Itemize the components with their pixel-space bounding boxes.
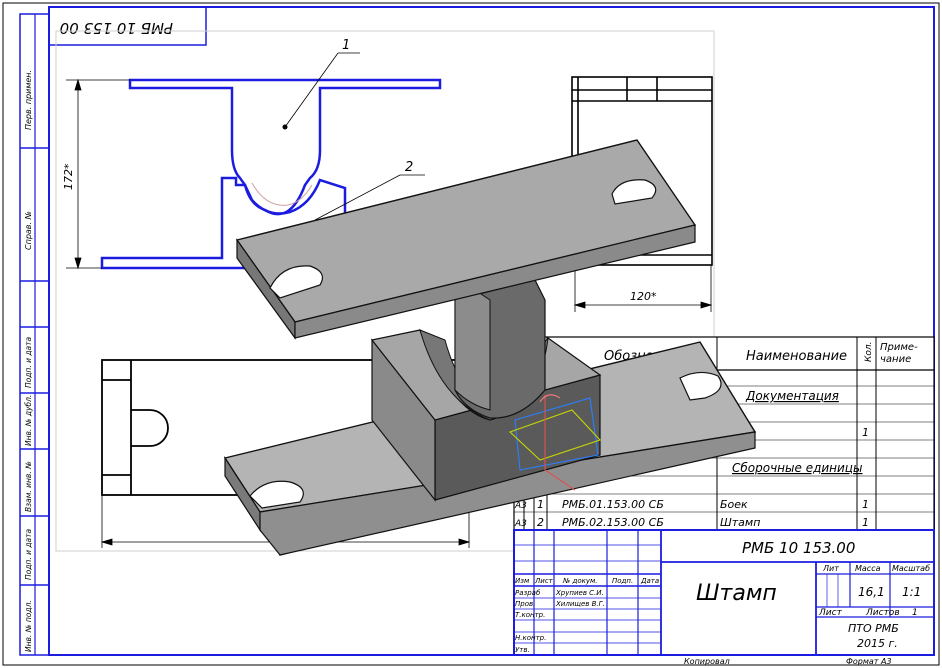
header-naimen: Наименование [746,349,847,364]
col-izm: Изм [515,577,530,585]
orientation-triad-icon [508,394,601,491]
row-1-format: А3 [514,501,527,511]
row-1-name: Боек [720,498,748,511]
dimension-120 [573,265,713,312]
podp-data-label-1: Подп. и дата [24,337,33,388]
header-kol: Кол. [864,341,874,362]
row-1-pos: 1 [537,498,544,511]
sheet-label: Лист [818,608,843,618]
header-prim: Приме-чание [880,342,918,365]
row-1-code: РМБ.01.153.00 СБ [562,498,664,511]
col-doc: № докум. [562,577,598,585]
left-strip: Перв. примен. Справ. № Подп. и дата Инв.… [19,13,50,656]
section-docs: Документация [745,389,839,403]
title-designation: РМБ 10 153.00 [742,539,855,557]
role-razrab: Разраб [515,589,541,597]
sheets-label: Листов [865,608,900,618]
view-border [55,30,715,552]
role-prov: Пров. [515,600,535,608]
mass-label: Масса [855,564,881,573]
spec-row: А3 2 РМБ.02.153.00 СБ Штамп 1 [514,516,869,529]
role-utv: Утв. [515,646,530,654]
dim-172-text: 172* [62,163,75,190]
scale-label: Масштаб [892,564,930,573]
row-2-format: А3 [514,519,527,529]
podp-data-label-2: Подп. и дата [24,529,33,580]
copied-label: Копировал [684,657,730,666]
title-name: Штамп [696,581,777,606]
name-prov: Хилищев В.Г. [555,600,605,608]
title-block: РМБ 10 153.00 Штамп Лит Масса Масштаб 16… [513,529,935,656]
lit-label: Лит [822,564,839,573]
callout-2: 2 [405,160,413,175]
sheets-value: 1 [912,608,918,618]
org-line-2: 2015 г. [857,637,898,650]
perv-primen-label: Перв. примен. [24,70,33,130]
spec-row: А3 1 РМБ.01.153.00 СБ Боек 1 [514,498,869,511]
front-view [100,78,442,270]
leader-2 [314,174,401,221]
row-2-name: Штамп [720,516,760,529]
col-date: Дата [640,577,659,585]
model-3d[interactable] [223,139,757,556]
row-2-pos: 2 [537,516,544,529]
docs-qty: 1 [862,426,869,439]
top-plate [235,139,697,340]
section-assembly: Сборочные единицы [732,461,862,475]
punch-stem [454,279,546,419]
leader-1 [284,52,339,128]
vzam-inv-label: Взам. инв. № [24,461,33,512]
role-tkontr: Т.контр. [515,611,545,619]
dim-120-text: 120* [630,290,657,303]
mass-value: 16,1 [858,585,885,599]
top-code-box: РМБ 10 153 00 [48,6,207,46]
row-2-code: РМБ.02.153.00 СБ [562,516,664,529]
col-list: Лист [534,577,554,585]
callout-1: 1 [342,38,350,53]
col-sign: Подп. [612,577,633,585]
scale-value: 1:1 [902,585,921,599]
dimension-172 [66,78,130,270]
sprav-label: Справ. № [24,211,33,250]
row-2-qty: 1 [862,516,869,529]
row-1-qty: 1 [862,498,869,511]
role-nkontr: Н.контр. [515,634,546,642]
format-label: Формат А3 [846,657,892,666]
inv-dubl-label: Инв. № дубл. [24,395,33,446]
org-line-1: ПТО РМБ [848,622,899,635]
inv-podl-label: Инв. № подл. [24,600,33,652]
top-code-text: РМБ 10 153 00 [60,19,173,37]
name-razrab: Хрупиев С.И. [555,589,604,597]
